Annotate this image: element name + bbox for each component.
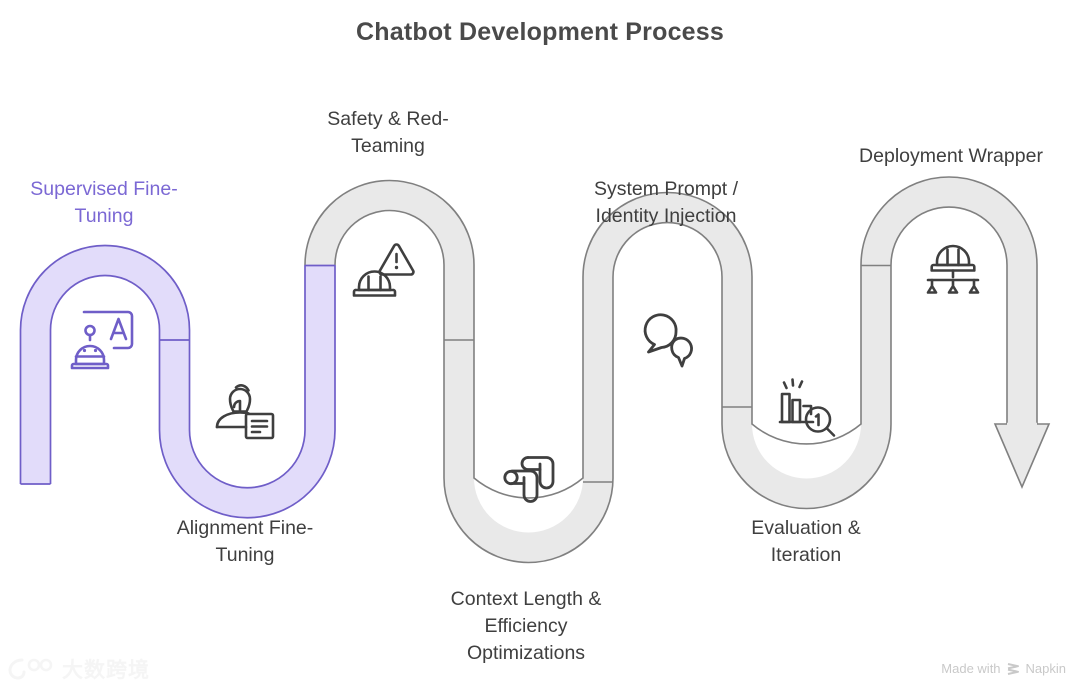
- napkin-logo-icon: [1007, 662, 1019, 675]
- segment-dividers: [159, 264, 891, 483]
- hardhat-warning-icon: [352, 240, 418, 309]
- person-document-icon: [213, 378, 277, 447]
- bar-chart-magnifier-icon: [778, 378, 844, 445]
- step-label-alignment-fine-tuning: Alignment Fine- Tuning: [176, 517, 314, 566]
- ribbon-neutral-outline: [304, 176, 1038, 564]
- step-label-deployment-wrapper: Deployment Wrapper: [859, 145, 1043, 167]
- step-label-safety-red-teaming: Safety & Red- Teaming: [327, 108, 449, 157]
- speech-bubbles-icon: [642, 312, 704, 379]
- end-arrowhead: [993, 422, 1051, 490]
- ribbon-accent-segments: [20, 245, 335, 518]
- page-title: Chatbot Development Process: [356, 18, 724, 46]
- ribbon-accent-outline: [19, 244, 336, 519]
- hardhat-distribution-icon: [918, 240, 988, 307]
- robot-letter-a-icon: [68, 306, 138, 377]
- watermark-left: 大数跨境: [8, 654, 150, 684]
- ribbon-neutral-segments: [304, 177, 1037, 563]
- made-with-label: Made with: [941, 661, 1001, 676]
- step-label-evaluation-iteration: Evaluation & Iteration: [751, 517, 861, 566]
- watermark-left-text: 大数跨境: [62, 658, 150, 682]
- watermark-logo-icon: [8, 658, 53, 680]
- flow-arrows-icon: [498, 447, 560, 514]
- step-label-supervised-fine-tuning: Supervised Fine- Tuning: [30, 178, 178, 227]
- step-label-context-length: Context Length & Efficiency Optimization…: [450, 588, 602, 664]
- watermark-napkin: Made with Napkin: [941, 661, 1066, 676]
- step-label-system-prompt: System Prompt / Identity Injection: [593, 178, 739, 227]
- napkin-brand-label: Napkin: [1025, 661, 1066, 676]
